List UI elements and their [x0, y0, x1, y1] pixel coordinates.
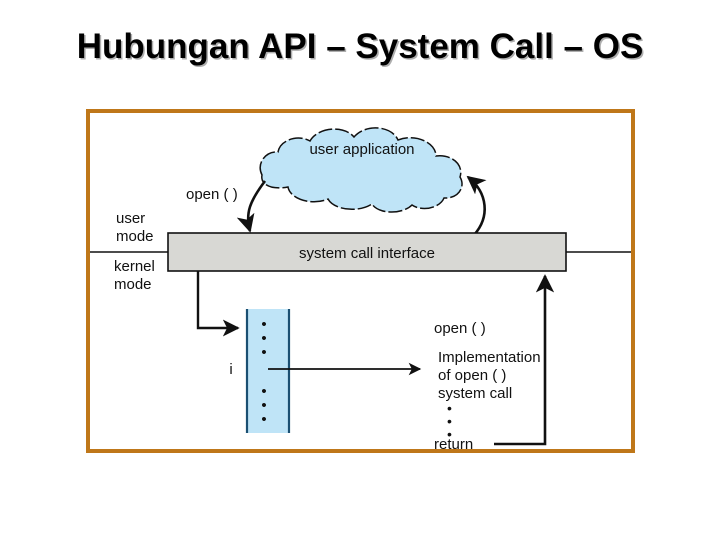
system-call-diagram: user application open ( ) user mode kern… — [90, 127, 631, 449]
table-dot-top-3: • — [261, 344, 266, 361]
return-to-application-arrow — [466, 175, 487, 236]
system-call-interface-label: system call interface — [299, 245, 435, 262]
table-dot-top-1: • — [261, 316, 266, 333]
kernel-mode-label-line1: kernel — [114, 258, 155, 275]
open-call-arrow — [236, 180, 267, 233]
table-dot-bottom-2: • — [261, 397, 266, 414]
implementation-dot-1: • — [447, 400, 452, 416]
page-title: Hubungan API – System Call – OS — [76, 27, 644, 66]
table-dot-top-2: • — [261, 330, 266, 347]
user-mode-label-line1: user — [116, 210, 145, 227]
cloud-label: user application — [309, 141, 414, 158]
system-call-table — [247, 309, 289, 433]
user-application-cloud — [259, 127, 463, 213]
return-path-arrow — [494, 274, 555, 446]
kernel-mode-label-line2: mode — [114, 276, 152, 293]
implementation-line-3: system call — [438, 385, 512, 402]
implementation-heading: open ( ) — [434, 320, 486, 337]
implementation-dot-2: • — [447, 413, 452, 429]
implementation-dot-3: • — [447, 426, 452, 442]
user-mode-label-line2: mode — [116, 228, 154, 245]
implementation-line-1: Implementation — [438, 349, 541, 366]
table-dot-bottom-3: • — [261, 411, 266, 428]
implementation-line-2: of open ( ) — [438, 367, 506, 384]
return-label: return — [434, 436, 473, 449]
table-dot-bottom-1: • — [261, 383, 266, 400]
open-call-label: open ( ) — [186, 186, 238, 203]
system-call-interface-bar — [167, 232, 567, 272]
diagram-frame: user application open ( ) user mode kern… — [86, 109, 635, 453]
table-index-label: i — [229, 361, 232, 378]
dispatch-connector — [196, 271, 240, 337]
